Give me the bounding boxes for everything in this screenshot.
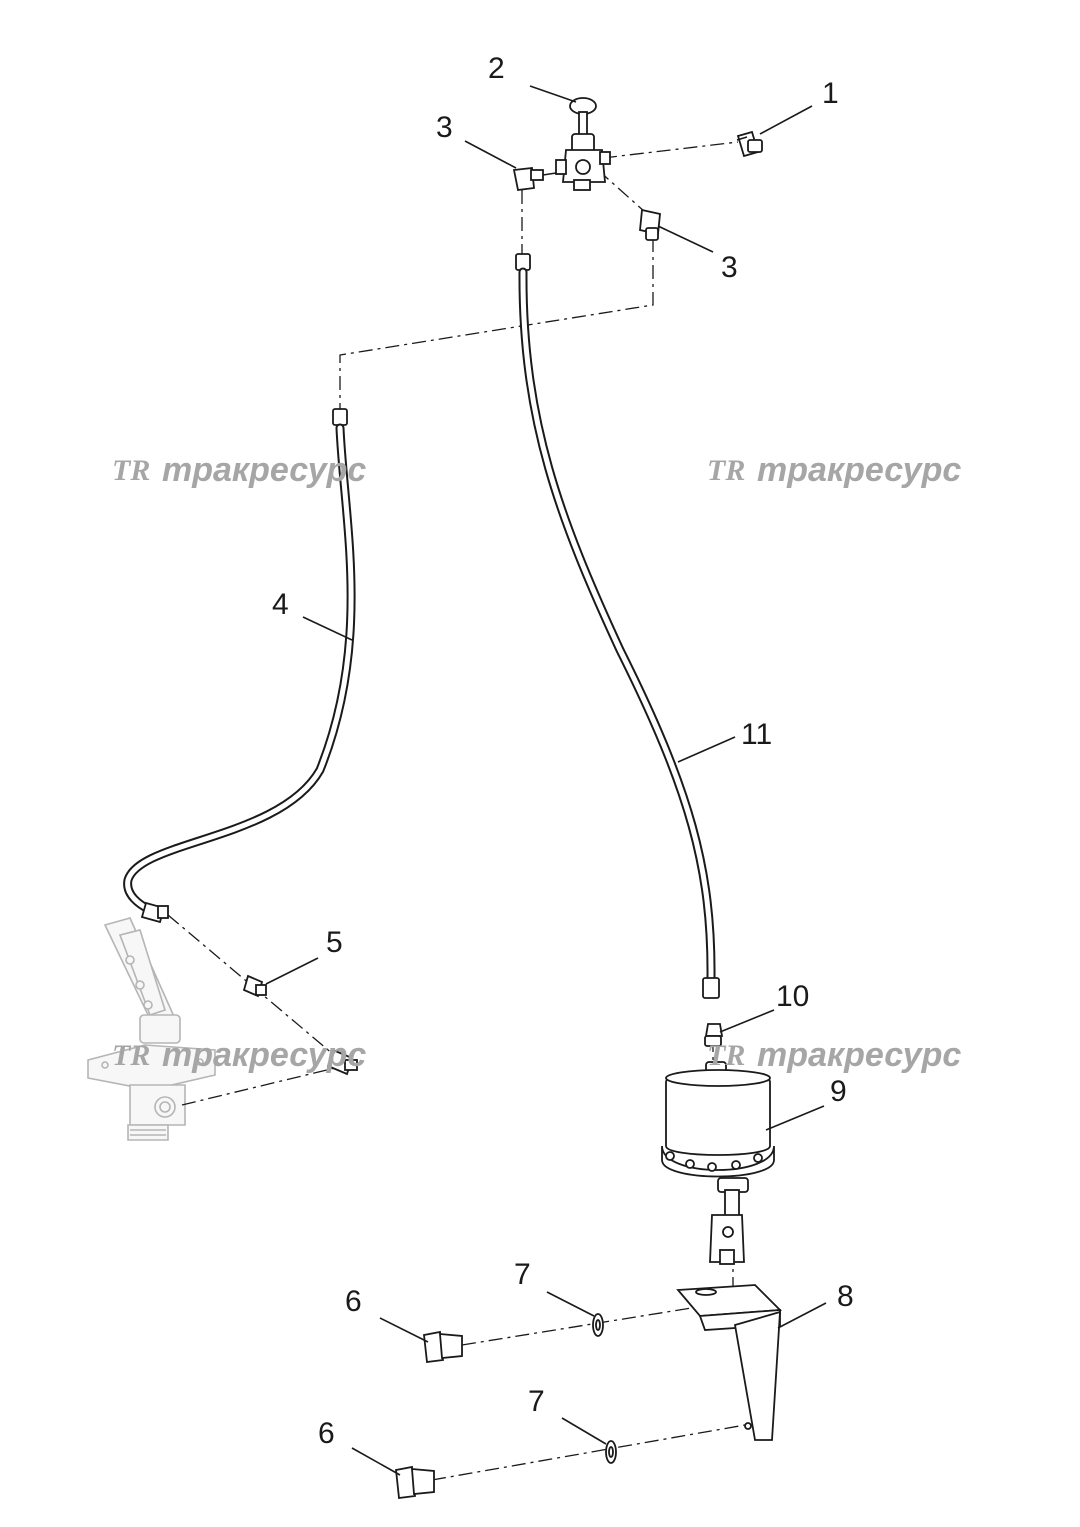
mounting-bracket (676, 1284, 783, 1441)
elbow-fitting-right (639, 208, 661, 241)
angle-fitting-1 (736, 130, 763, 158)
watermark-bottom-left: TR тракресурс (112, 1036, 366, 1074)
elbow-fitting-left (512, 167, 557, 191)
hose-short (123, 408, 356, 924)
leader-lines (265, 85, 827, 1476)
valve-port-fitting (326, 1048, 358, 1076)
watermark-text: тракресурс (757, 451, 961, 489)
callout-8: 8 (837, 1280, 854, 1313)
watermark-top-left: TR тракресурс (112, 451, 366, 489)
washer-lower (605, 1440, 617, 1464)
callout-2: 2 (488, 52, 505, 85)
watermark-top-right: TR тракресурс (707, 451, 961, 489)
callout-7-upper: 7 (514, 1258, 531, 1291)
watermark-text: тракресурс (162, 1036, 366, 1074)
callout-1: 1 (822, 77, 839, 110)
callout-9: 9 (830, 1075, 847, 1108)
bolt-lower (395, 1465, 435, 1500)
callout-labels: 1 2 3 3 4 5 10 9 11 7 7 6 6 8 (272, 52, 854, 1450)
watermark-bottom-right: TR тракресурс (707, 1036, 961, 1074)
callout-10: 10 (776, 980, 809, 1013)
watermark-logo: TR (707, 1039, 745, 1072)
callout-6-upper: 6 (345, 1285, 362, 1318)
callout-4: 4 (272, 588, 289, 621)
callout-3-upper: 3 (436, 111, 453, 144)
watermark-logo: TR (112, 454, 150, 487)
bolt-upper (423, 1330, 463, 1364)
adapter-fitting (704, 1023, 724, 1047)
watermark-logo: TR (112, 1039, 150, 1072)
hose-long (515, 253, 720, 999)
pedal-valve-assembly (87, 917, 216, 1141)
straight-connector (242, 974, 267, 998)
watermark-text: тракресурс (757, 1036, 961, 1074)
watermark-logo: TR (707, 454, 745, 487)
callout-5: 5 (326, 926, 343, 959)
callout-6-lower: 6 (318, 1417, 335, 1450)
connection-lines (167, 141, 746, 1481)
hand-control-valve (555, 97, 611, 191)
callout-11: 11 (741, 718, 772, 751)
watermark-text: тракресурс (162, 451, 366, 489)
brake-chamber (661, 1061, 775, 1265)
callout-7-lower: 7 (528, 1385, 545, 1418)
washer-upper (592, 1313, 604, 1337)
callout-3-lower: 3 (721, 251, 738, 284)
